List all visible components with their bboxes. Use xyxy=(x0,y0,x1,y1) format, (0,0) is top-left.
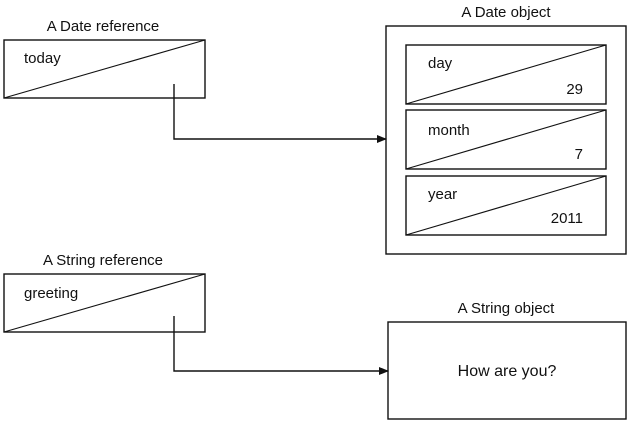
string-object-box xyxy=(387,321,627,420)
date-reference-variable: today xyxy=(24,50,61,67)
string-reference-variable: greeting xyxy=(24,285,78,302)
day-field-name: day xyxy=(428,55,453,72)
year-field-value: 2011 xyxy=(551,210,583,227)
date-field-month xyxy=(405,109,607,170)
year-field-name: year xyxy=(428,186,457,203)
date-object-caption: A Date object xyxy=(461,4,551,21)
string-object-caption: A String object xyxy=(458,300,556,317)
string-reference-box xyxy=(3,273,206,333)
month-field-value: 7 xyxy=(575,146,583,163)
string-reference-caption: A String reference xyxy=(43,252,163,269)
today-reference-arrow xyxy=(173,84,387,143)
date-field-day xyxy=(405,44,607,105)
date-reference-box xyxy=(3,39,206,99)
date-reference-caption: A Date reference xyxy=(47,18,160,35)
day-field-value: 29 xyxy=(566,81,583,98)
string-object-content: How are you? xyxy=(458,363,557,380)
date-field-year xyxy=(405,175,607,236)
greeting-reference-arrow xyxy=(173,316,389,375)
month-field-name: month xyxy=(428,122,470,139)
